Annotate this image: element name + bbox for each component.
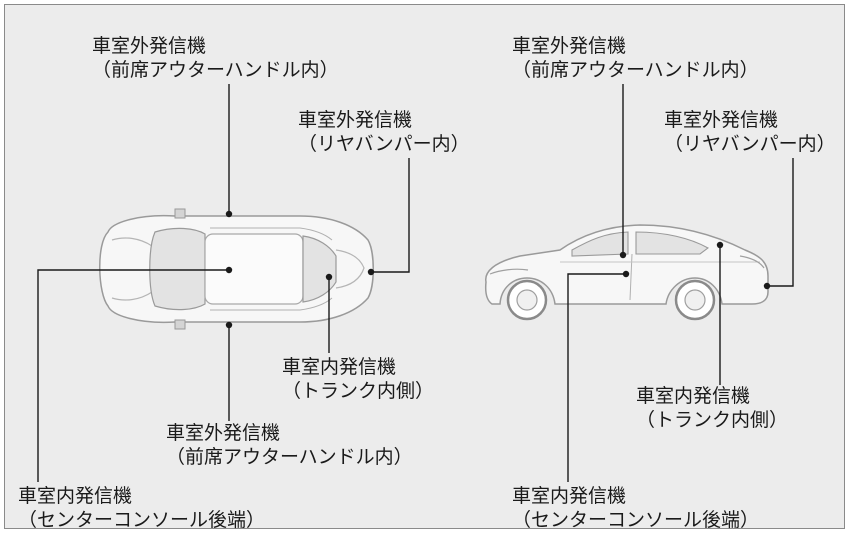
label-side-ext-front: 車室外発信機 （前席アウターハンドル内） <box>512 34 759 82</box>
label-title: 車室内発信機 <box>18 485 133 507</box>
label-title: 車室外発信機 <box>512 35 627 57</box>
label-location: （トランク内側） <box>636 409 789 431</box>
label-title: 車室内発信機 <box>512 485 627 507</box>
transmitter-dot-top-front-bottom <box>225 321 233 329</box>
transmitter-dot-top-front <box>225 210 233 218</box>
label-title: 車室外発信機 <box>166 422 281 444</box>
transmitter-dot-top-trunk <box>325 273 333 281</box>
transmitter-dot-side-console <box>622 270 630 278</box>
label-location: （前席アウターハンドル内） <box>92 59 339 81</box>
label-location: （センターコンソール後端） <box>512 509 760 531</box>
transmitter-dot-side-front <box>619 251 627 259</box>
car-top-view <box>99 208 374 330</box>
label-location: （前席アウターハンドル内） <box>166 446 413 468</box>
leader-side-int-console <box>567 273 626 482</box>
transmitter-dot-side-rear <box>763 282 771 290</box>
label-location: （トランク内側） <box>282 380 435 402</box>
label-top-ext-front: 車室外発信機 （前席アウターハンドル内） <box>92 34 339 82</box>
label-title: 車室外発信機 <box>664 109 779 131</box>
label-side-int-console: 車室内発信機 （センターコンソール後端） <box>512 484 759 532</box>
label-title: 車室内発信機 <box>636 385 751 407</box>
label-title: 車室外発信機 <box>92 35 207 57</box>
leader-side-ext-rear <box>767 158 794 287</box>
label-side-int-trunk: 車室内発信機 （トランク内側） <box>636 384 788 432</box>
leader-top-ext-rear <box>371 158 410 273</box>
label-top-int-console: 車室内発信機 （センターコンソール後端） <box>18 484 265 532</box>
label-location: （前席アウターハンドル内） <box>512 59 759 81</box>
car-side-view <box>484 224 769 321</box>
label-location: （リヤバンパー内） <box>298 133 470 155</box>
label-top-int-trunk: 車室内発信機 （トランク内側） <box>282 355 434 403</box>
label-top-ext-rear: 車室外発信機 （リヤバンパー内） <box>298 108 470 156</box>
label-title: 車室外発信機 <box>298 109 413 131</box>
label-title: 車室内発信機 <box>282 356 397 378</box>
leader-top-int-console <box>37 269 229 482</box>
transmitter-dot-top-console <box>225 266 233 274</box>
transmitter-dot-top-rear <box>367 268 375 276</box>
label-location: （リヤバンパー内） <box>664 133 836 155</box>
label-location: （センターコンソール後端） <box>18 509 266 531</box>
transmitter-dot-side-trunk <box>716 241 724 249</box>
label-top-ext-front-bottom: 車室外発信機 （前席アウターハンドル内） <box>166 421 413 469</box>
label-side-ext-rear: 車室外発信機 （リヤバンパー内） <box>664 108 836 156</box>
